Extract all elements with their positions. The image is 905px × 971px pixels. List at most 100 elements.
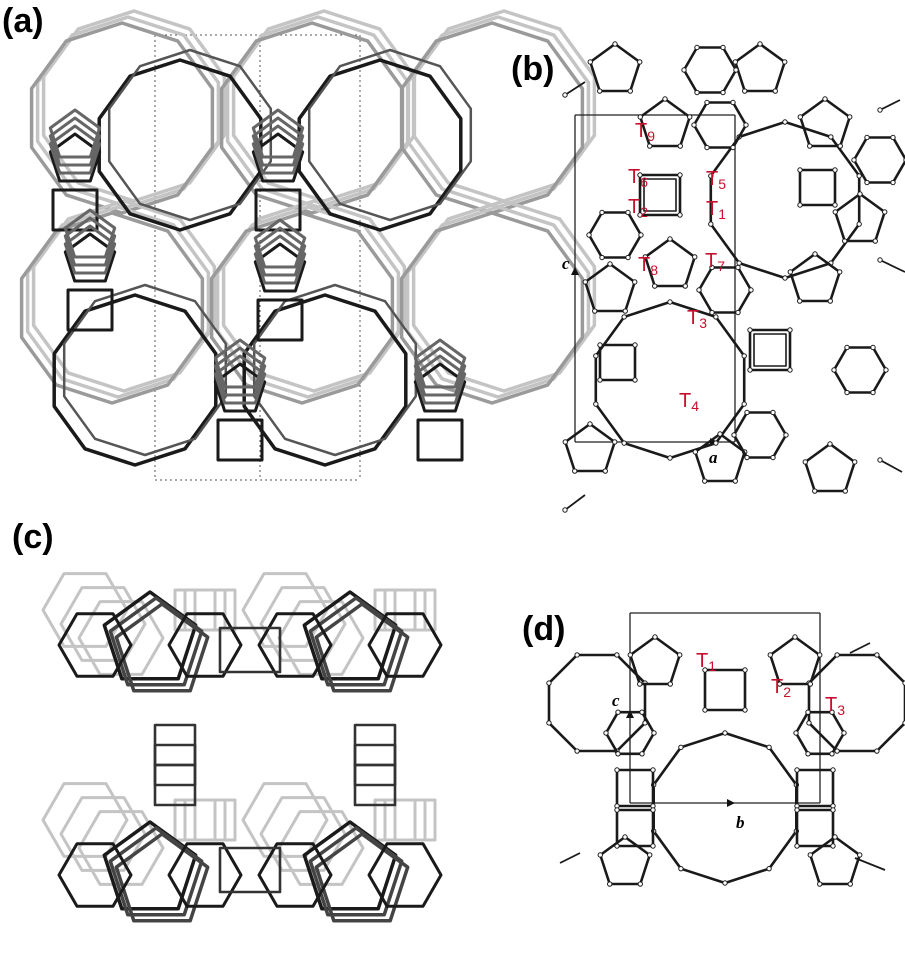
eight-ring-right-node bbox=[874, 748, 880, 754]
pentagon bbox=[253, 226, 307, 277]
hexagon-6ring-node bbox=[829, 709, 835, 715]
pentagon-5ring bbox=[694, 432, 746, 483]
axis-c-label-d: c bbox=[612, 691, 620, 710]
square-4ring-node bbox=[794, 843, 800, 849]
pentagon-5ring-node bbox=[682, 283, 688, 289]
ten-ring bbox=[242, 293, 408, 467]
square-4ring-node bbox=[597, 342, 603, 348]
hexagon-6ring-node bbox=[638, 232, 644, 238]
hexagon-6ring-node bbox=[783, 432, 789, 438]
ten-ring-node bbox=[708, 221, 714, 227]
pentagon-5ring-node bbox=[797, 298, 803, 304]
square-cage bbox=[66, 288, 114, 332]
pentagon-5ring bbox=[598, 835, 651, 886]
ten-ring-node bbox=[741, 401, 747, 407]
pentagon-5ring bbox=[809, 835, 862, 886]
axis-c-label: c bbox=[562, 254, 570, 273]
hexagon-6ring-node bbox=[625, 209, 631, 216]
pentagon-5ring-node bbox=[662, 96, 668, 102]
b-axis-arrow bbox=[727, 799, 735, 807]
dangling-bond bbox=[564, 81, 586, 96]
pentagon-5ring-node bbox=[627, 88, 633, 94]
hexagon-6ring bbox=[832, 346, 888, 394]
square-4ring-node bbox=[830, 807, 836, 813]
square-4ring-node bbox=[742, 667, 748, 673]
eight-ring-left-node bbox=[546, 680, 552, 686]
pentagon-5ring bbox=[644, 237, 696, 288]
pentagon bbox=[253, 218, 307, 269]
hexagon-6ring-node bbox=[743, 122, 749, 128]
hexagon-6ring-node bbox=[599, 209, 605, 216]
hexagon-back bbox=[77, 600, 165, 676]
pentagon-5ring-node bbox=[837, 269, 843, 275]
pentagon-5ring-node bbox=[792, 634, 798, 640]
pentagon-5ring-node bbox=[847, 114, 853, 120]
pentagon-5ring-node bbox=[827, 298, 833, 304]
hexagon-6ring-node bbox=[733, 67, 739, 73]
hexagon-6ring bbox=[697, 266, 753, 314]
hexagon-6ring-node bbox=[651, 730, 657, 736]
square-4ring bbox=[598, 343, 637, 382]
hexagon-6ring-node bbox=[844, 344, 850, 351]
framework-perspective-a bbox=[19, 9, 597, 500]
square-cage bbox=[254, 188, 302, 232]
pentagon-5ring-node bbox=[677, 652, 683, 658]
eight-ring-right bbox=[807, 653, 905, 753]
hexagon-6ring-node bbox=[625, 254, 631, 261]
hexagon-6ring-node bbox=[704, 99, 710, 106]
pentagon bbox=[251, 108, 305, 159]
square-4ring-node bbox=[794, 767, 800, 773]
ten-ring bbox=[52, 293, 218, 467]
hexagon-6ring-node bbox=[599, 254, 605, 261]
square-4ring-node bbox=[614, 767, 620, 773]
pentagon-5ring-node bbox=[652, 634, 658, 640]
ten-ring-node bbox=[621, 440, 627, 446]
pentagon-5ring-node bbox=[647, 852, 653, 858]
hexagon-6ring-node bbox=[691, 122, 697, 128]
pentagon-5ring-node bbox=[587, 59, 593, 65]
ring-back bbox=[209, 211, 395, 405]
square-4ring bbox=[748, 328, 792, 372]
square-4ring-node bbox=[832, 167, 838, 173]
ten-ring-node bbox=[766, 744, 772, 751]
hexagon-6ring-node bbox=[731, 432, 737, 438]
pentagon-5ring bbox=[734, 42, 786, 93]
square-4ring bbox=[615, 768, 655, 808]
square-4ring-node bbox=[787, 327, 793, 333]
square-4ring bbox=[795, 768, 835, 808]
ten-ring-node bbox=[736, 260, 742, 266]
square-4ring-node bbox=[747, 327, 753, 333]
square-4ring-node bbox=[702, 667, 708, 673]
pentagon-5ring-node bbox=[622, 308, 628, 314]
ten-ring-echo bbox=[307, 48, 473, 222]
pentagon-5ring-node bbox=[812, 251, 818, 257]
t1-label: T1 bbox=[706, 198, 727, 222]
pentagon-5ring-node bbox=[612, 439, 618, 445]
panel-label-a: (a) bbox=[2, 2, 44, 40]
pentagon-5ring-node bbox=[582, 279, 588, 285]
panel-label-d: (d) bbox=[522, 610, 566, 648]
pentagon-5ring-node bbox=[817, 881, 823, 887]
eight-ring-right-node bbox=[902, 720, 905, 726]
t2-label: T2 bbox=[628, 196, 649, 220]
dangling-bond bbox=[879, 99, 901, 111]
square-back bbox=[393, 588, 437, 632]
hexagon-6ring-node bbox=[841, 730, 847, 736]
square-bridge bbox=[218, 846, 282, 894]
hexagon bbox=[167, 612, 243, 678]
hexagon-6ring bbox=[732, 411, 788, 459]
eight-ring-right-node bbox=[874, 652, 880, 658]
hexagon-6ring-node bbox=[805, 709, 811, 715]
pentagon-5ring-node bbox=[637, 681, 643, 687]
pentagon bbox=[213, 346, 267, 397]
square-4ring-node bbox=[650, 767, 656, 773]
pentagon-5ring-node bbox=[597, 88, 603, 94]
framework-projection-d: T1 T2 T3 c b bbox=[546, 608, 905, 908]
square-4ring-inner bbox=[643, 178, 677, 212]
ten-ring-node bbox=[722, 730, 728, 736]
pentagon-5ring bbox=[833, 192, 887, 243]
eight-ring-left-node bbox=[614, 652, 620, 658]
axis-a-label: a bbox=[709, 448, 718, 467]
pentagon-5ring bbox=[639, 97, 691, 148]
axis-b-label-d: b bbox=[736, 813, 745, 832]
